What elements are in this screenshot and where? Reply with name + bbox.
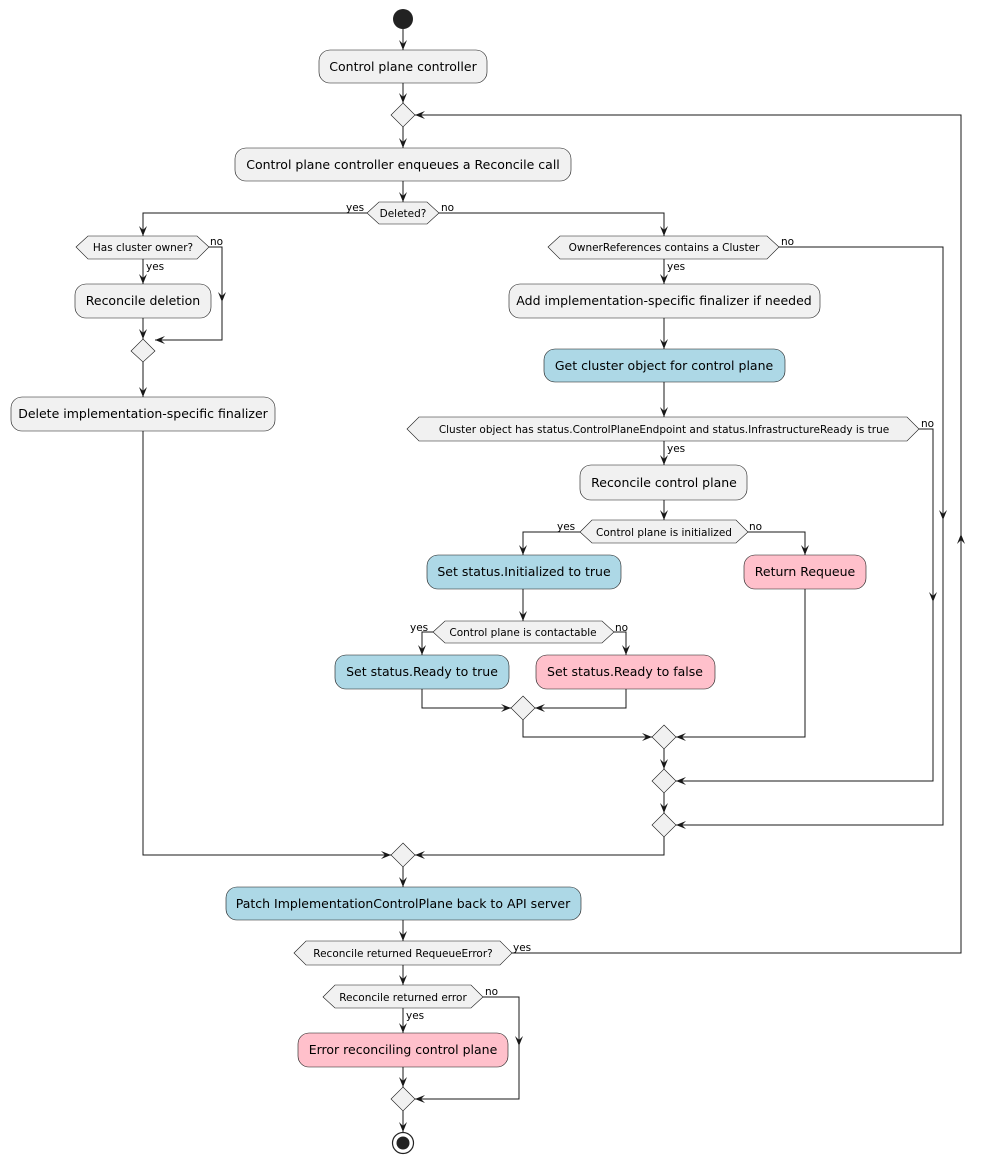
- merge-loop-top: [390, 102, 416, 128]
- label-owner-yes: yes: [146, 261, 164, 273]
- activity-patch-control-plane: Patch ImplementationControlPlane back to…: [225, 886, 582, 921]
- decision-deleted: Deleted?: [366, 201, 440, 225]
- merge-error: [390, 1086, 416, 1112]
- label-initialized-no: no: [749, 521, 762, 533]
- svg-text:Error reconciling control plan: Error reconciling control plane: [309, 1042, 498, 1057]
- svg-text:Set status.Ready to true: Set status.Ready to true: [346, 664, 498, 679]
- label-deleted-no: no: [441, 202, 454, 214]
- svg-text:Add implementation-specific fi: Add implementation-specific finalizer if…: [516, 293, 811, 308]
- activity-delete-finalizer: Delete implementation-specific finalizer: [10, 396, 276, 432]
- svg-text:Reconcile returned error: Reconcile returned error: [339, 992, 467, 1004]
- svg-text:Cluster object has status.Cont: Cluster object has status.ControlPlaneEn…: [439, 424, 889, 436]
- svg-text:Deleted?: Deleted?: [380, 208, 427, 220]
- label-owner-no: no: [210, 236, 223, 248]
- svg-text:Set status.Ready to false: Set status.Ready to false: [547, 664, 703, 679]
- label-initialized-yes: yes: [557, 521, 575, 533]
- svg-text:Control plane controller enque: Control plane controller enqueues a Reco…: [246, 157, 560, 172]
- label-contactable-no: no: [615, 622, 628, 634]
- label-error-yes: yes: [406, 1010, 424, 1022]
- label-requeue-yes: yes: [513, 942, 531, 954]
- start-node: [393, 9, 413, 29]
- activity-set-ready-true: Set status.Ready to true: [334, 654, 510, 690]
- label-clusterstatus-no: no: [921, 418, 934, 430]
- decision-control-plane-contactable: Control plane is contactable: [432, 620, 615, 644]
- activity-get-cluster: Get cluster object for control plane: [543, 348, 786, 383]
- activity-reconcile-control-plane: Reconcile control plane: [579, 464, 748, 501]
- svg-text:Control plane is initialized: Control plane is initialized: [596, 527, 732, 539]
- arrowheads: [139, 40, 965, 1132]
- activity-set-initialized: Set status.Initialized to true: [426, 554, 622, 590]
- merge-deletion: [130, 338, 156, 363]
- merge-cluster-status: [651, 768, 677, 794]
- activity-error-reconciling: Error reconciling control plane: [297, 1032, 509, 1068]
- svg-text:Reconcile returned RequeueErro: Reconcile returned RequeueError?: [313, 948, 492, 960]
- label-ownerrefs-no: no: [781, 236, 794, 248]
- label-clusterstatus-yes: yes: [667, 443, 685, 455]
- activity-reconcile-deletion: Reconcile deletion: [74, 283, 212, 319]
- svg-text:Delete implementation-specific: Delete implementation-specific finalizer: [18, 406, 268, 421]
- decision-cluster-status: Cluster object has status.ControlPlaneEn…: [406, 416, 920, 442]
- merge-owner-refs: [651, 812, 677, 838]
- svg-text:OwnerReferences contains a Clu: OwnerReferences contains a Cluster: [569, 242, 760, 254]
- svg-text:Has cluster owner?: Has cluster owner?: [93, 242, 193, 254]
- activity-enqueue-reconcile: Control plane controller enqueues a Reco…: [234, 147, 572, 182]
- merge-main: [390, 842, 416, 868]
- activity-set-ready-false: Set status.Ready to false: [535, 654, 716, 690]
- decision-returned-error: Reconcile returned error: [322, 984, 484, 1009]
- activity-return-requeue: Return Requeue: [743, 554, 867, 590]
- svg-text:Return Requeue: Return Requeue: [755, 564, 856, 579]
- decision-control-plane-initialized: Control plane is initialized: [579, 519, 749, 544]
- decision-requeue-error: Reconcile returned RequeueError?: [293, 940, 513, 966]
- svg-text:Reconcile deletion: Reconcile deletion: [86, 293, 200, 308]
- decision-owner-references: OwnerReferences contains a Cluster: [547, 235, 780, 260]
- end-node: [391, 1131, 415, 1155]
- merge-initialized: [651, 724, 677, 750]
- activity-control-plane-controller: Control plane controller: [318, 49, 488, 84]
- label-contactable-yes: yes: [410, 622, 428, 634]
- label-ownerrefs-yes: yes: [667, 261, 685, 273]
- label-deleted-yes: yes: [346, 202, 364, 214]
- merge-diamonds: [130, 102, 677, 1112]
- svg-text:Control plane controller: Control plane controller: [329, 59, 477, 74]
- svg-text:Patch ImplementationControlPla: Patch ImplementationControlPlane back to…: [236, 896, 571, 911]
- label-error-no: no: [485, 986, 498, 998]
- activity-add-finalizer: Add implementation-specific finalizer if…: [508, 283, 821, 319]
- svg-text:Reconcile control plane: Reconcile control plane: [591, 475, 737, 490]
- svg-text:Control plane is contactable: Control plane is contactable: [449, 627, 596, 639]
- svg-text:Get cluster object for control: Get cluster object for control plane: [555, 358, 774, 373]
- branch-labels: yes no yes no yes no yes no yes no yes n…: [146, 202, 934, 1022]
- decision-has-cluster-owner: Has cluster owner?: [75, 235, 210, 260]
- svg-text:Set status.Initialized to true: Set status.Initialized to true: [437, 564, 611, 579]
- merge-ready: [510, 695, 536, 721]
